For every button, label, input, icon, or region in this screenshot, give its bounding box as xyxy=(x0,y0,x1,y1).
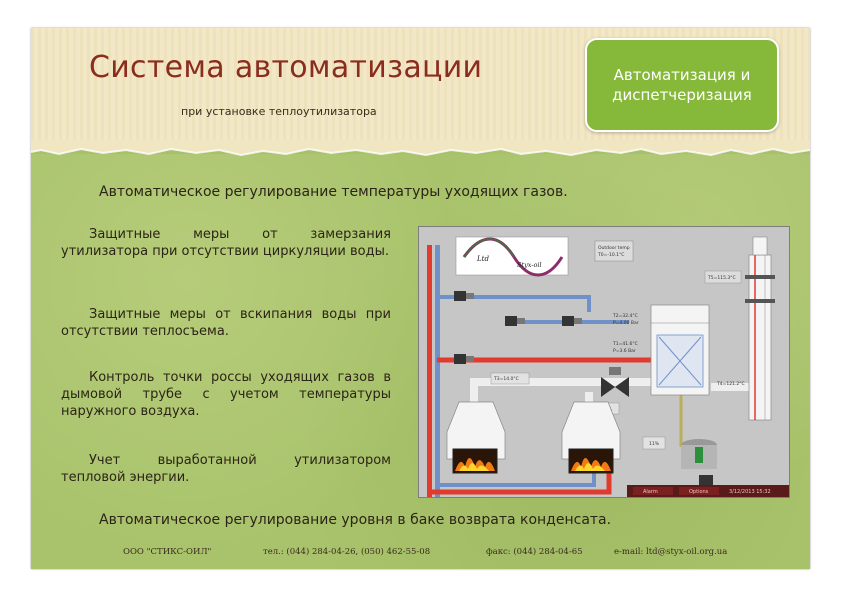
pump-icon xyxy=(454,354,474,364)
badge-line-1: Автоматизация и xyxy=(613,66,751,84)
paragraph-boiling-protection: Защитные меры от вскипания воды при отсу… xyxy=(61,307,391,339)
svg-text:T4=121.2°C: T4=121.2°C xyxy=(716,381,745,387)
boiler-left xyxy=(446,401,506,474)
heading-condensate-level: Автоматическое регулирование уровня в ба… xyxy=(99,512,612,528)
page-subtitle: при установке теплоутилизатора xyxy=(181,105,377,118)
logo-name: Styx-oil xyxy=(517,261,542,269)
paragraph-dewpoint-control: Контроль точки россы уходящих газов в ды… xyxy=(61,370,391,419)
outdoor-temp-label: Outdoor temp xyxy=(598,245,630,251)
paragraph-freeze-protection: Защитные меры от замерзания утилизатора … xyxy=(61,227,391,259)
svg-text:T2=32.4°C: T2=32.4°C xyxy=(612,313,638,319)
pump-icon xyxy=(505,316,525,326)
status-datetime: 3/12/2013 15:32 xyxy=(729,489,771,495)
pump-icon xyxy=(454,291,474,301)
footer-fax: факс: (044) 284-04-65 xyxy=(486,547,583,557)
section-badge: Автоматизация и диспетчеризация xyxy=(585,38,779,132)
svg-text:P=4.00 Bar: P=4.00 Bar xyxy=(613,320,639,326)
svg-text:P=3.6 Bar: P=3.6 Bar xyxy=(613,348,636,354)
scada-status-bar: Alarm Options 3/12/2013 15:32 xyxy=(627,485,789,497)
scada-diagram: Ltd Styx-oil Outdoor temp T0=-10.1°C xyxy=(419,227,789,497)
svg-text:T5=115.3°C: T5=115.3°C xyxy=(707,275,736,281)
options-button: Options xyxy=(689,489,709,495)
t1-readout: T1=41.6°C P=3.6 Bar xyxy=(612,341,638,354)
t3-readout: T3=14.0°C xyxy=(490,372,530,385)
footer-email[interactable]: e-mail: ltd@styx-oil.org.ua xyxy=(614,547,728,557)
boiler-right xyxy=(561,401,621,474)
condensate-tank: 11% xyxy=(642,436,717,485)
styx-oil-logo: Ltd Styx-oil xyxy=(455,236,569,277)
t5-readout: T5=115.3°C xyxy=(704,270,742,284)
torn-paper-edge xyxy=(31,140,810,157)
svg-text:T1=41.6°C: T1=41.6°C xyxy=(612,341,638,347)
heat-exchanger xyxy=(650,304,710,396)
t2-readout: T2=32.4°C P=4.00 Bar xyxy=(612,313,639,326)
outdoor-temp-box: Outdoor temp T0=-10.1°C xyxy=(594,240,634,262)
tank-level-percent: 11% xyxy=(649,441,660,447)
pump-icon xyxy=(562,316,582,326)
svg-text:T3=14.0°C: T3=14.0°C xyxy=(493,376,519,382)
paragraph-energy-metering: Учет выработанной утилизатором тепловой … xyxy=(61,453,391,485)
heading-temperature-control: Автоматическое регулирование температуры… xyxy=(99,184,568,200)
scada-mimic-screen: Ltd Styx-oil Outdoor temp T0=-10.1°C xyxy=(418,226,790,498)
page-title: Система автоматизации xyxy=(89,50,483,85)
badge-line-2: диспетчеризация xyxy=(612,86,752,104)
footer-company: ООО "СТИКС-ОИЛ" xyxy=(123,547,212,557)
logo-ltd: Ltd xyxy=(476,255,489,263)
t4-readout: T4=121.2°C xyxy=(716,381,745,387)
slide: Система автоматизации при установке тепл… xyxy=(31,28,810,569)
outdoor-temp-value: T0=-10.1°C xyxy=(597,252,624,258)
footer-phone: тел.: (044) 284-04-26, (050) 462-55-08 xyxy=(263,547,431,557)
chimney xyxy=(745,236,775,421)
alarm-button: Alarm xyxy=(643,489,658,495)
